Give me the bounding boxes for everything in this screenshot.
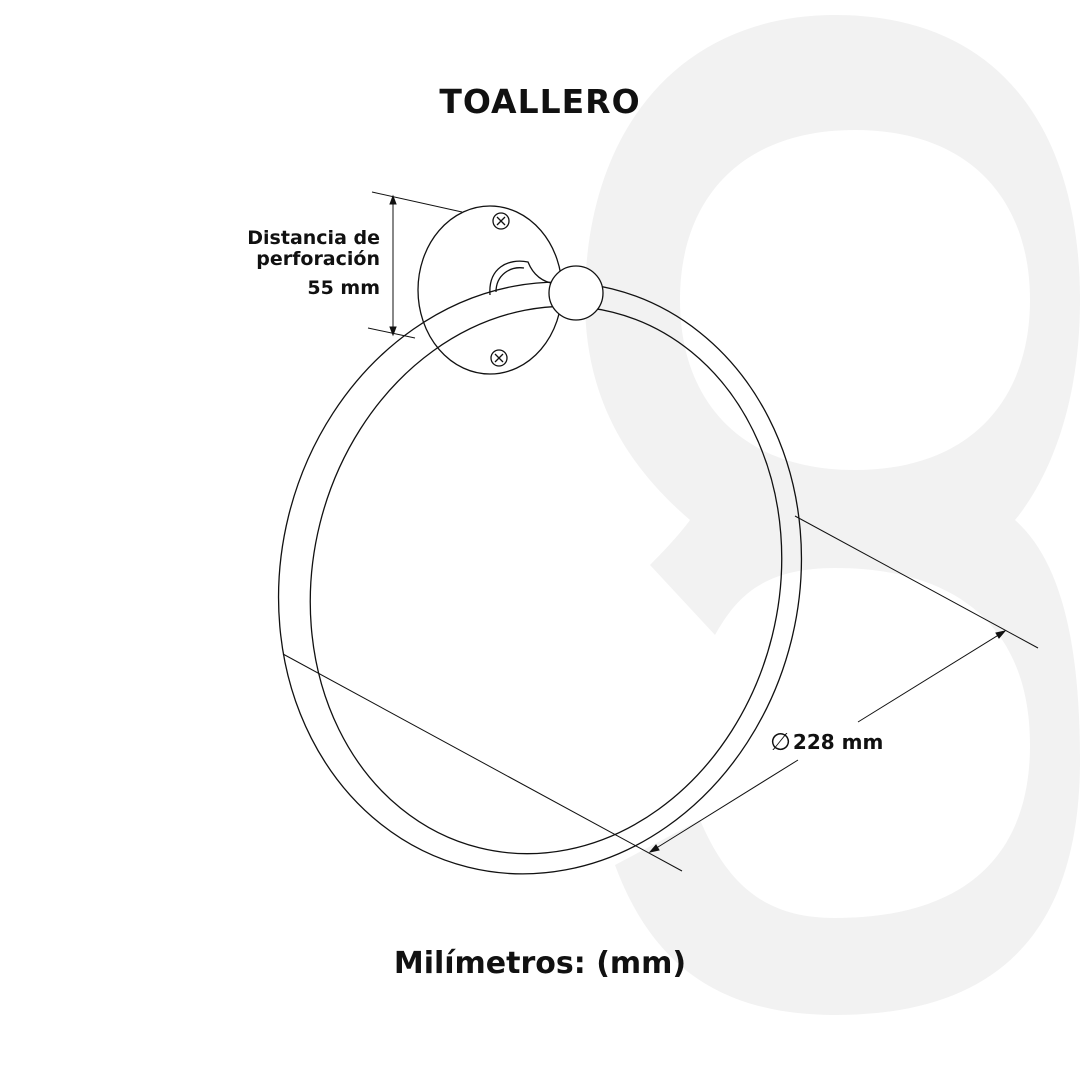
diameter-label: ∅ 228 mm <box>770 728 883 756</box>
drilling-dimension <box>367 191 463 339</box>
diameter-value: 228 mm <box>792 730 884 754</box>
ring-knob <box>548 265 604 321</box>
drilling-distance-label: Distancia de perforación 55 mm <box>200 228 380 299</box>
units-caption: Milímetros: (mm) <box>393 946 687 981</box>
screw-top-icon <box>492 212 510 230</box>
drilling-label-line2: perforación <box>256 248 380 270</box>
drilling-label-line1: Distancia de <box>247 227 380 249</box>
hook-arm <box>489 260 557 296</box>
page-title: TOALLERO <box>439 82 641 121</box>
drilling-distance-value: 55 mm <box>307 277 380 299</box>
diameter-icon: ∅ <box>770 728 791 756</box>
diameter-dimension <box>282 515 1039 872</box>
watermark-eight <box>585 15 1080 1015</box>
ring-inner <box>309 305 783 855</box>
ring-outer <box>277 281 803 875</box>
screw-bottom-icon <box>490 349 508 367</box>
